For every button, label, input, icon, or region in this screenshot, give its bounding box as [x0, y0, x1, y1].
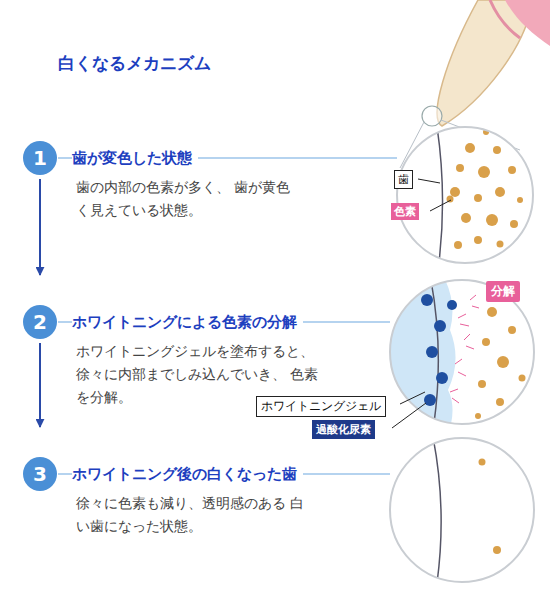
step-heading: 歯が変色した状態: [72, 148, 198, 168]
leader-line: [392, 179, 451, 428]
heading-rule: [58, 158, 397, 474]
node-text: 過酸化尿素: [316, 423, 371, 436]
part-label: 過酸化尿素: [312, 420, 375, 439]
magnified-view-3: [390, 432, 534, 590]
magnified-view-1: [397, 120, 533, 270]
step-arrow: [39, 343, 41, 427]
action-tag: 分解: [486, 281, 520, 302]
node-text: 色素: [394, 205, 416, 218]
step-heading: ホワイトニングによる色素の分解: [72, 312, 303, 332]
node-text: 2: [33, 310, 47, 334]
part-label: ホワイトニングジェル: [256, 396, 386, 417]
diagram-title: 白くなるメカニズム: [58, 52, 211, 75]
node-text: 3: [33, 462, 47, 486]
step-description: 徐々に色素も減り、透明感のある 白い歯になった状態。: [76, 492, 311, 538]
step-description: 歯の内部の色素が多く、 歯が黄色く見えている状態。: [76, 176, 291, 222]
magnified-view-2: [380, 270, 534, 440]
step-description: ホワイトニングジェルを塗布すると、 徐々に内部までしみ込んでいき、 色素を分解。: [76, 340, 326, 409]
step-heading: ホワイトニング後の白くなった歯: [72, 464, 303, 484]
part-label: 色素: [391, 203, 419, 220]
tooth-illustration: [437, 0, 550, 126]
step-number: 1: [23, 141, 57, 175]
node-text: ホワイトニングジェル: [261, 399, 381, 413]
node-text: 1: [33, 146, 47, 170]
step-arrow: [39, 179, 41, 275]
step-number: 3: [23, 457, 57, 491]
node-text: 歯: [398, 173, 409, 186]
part-label: 歯: [394, 170, 413, 189]
step-number: 2: [23, 305, 57, 339]
node-text: 分解: [491, 284, 515, 298]
